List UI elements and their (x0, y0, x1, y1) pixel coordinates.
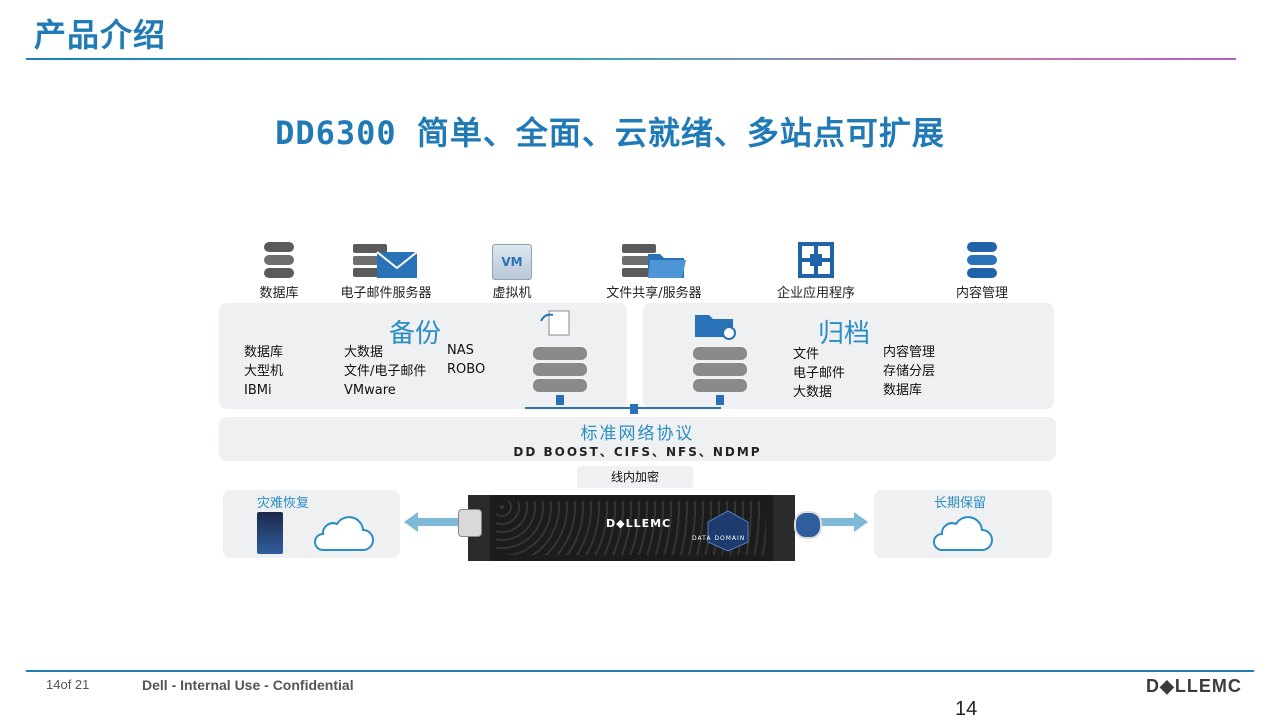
globe-icon (794, 511, 822, 539)
archive-list-col2: 内容管理 存储分层 数据库 (883, 343, 935, 400)
cloud-icon (314, 516, 374, 551)
list-item: NAS (447, 343, 474, 358)
list-item: 文件 (793, 347, 820, 362)
source-label: 电子邮件服务器 (340, 286, 432, 301)
archive-title: 归档 (818, 319, 871, 349)
list-item: 大型机 (244, 364, 284, 379)
enterprise-app-icon (798, 242, 834, 278)
list-item: 大数据 (344, 345, 384, 360)
disaster-recovery-label: 灾难恢复 (257, 496, 310, 511)
source-label: 企业应用程序 (776, 286, 855, 301)
backup-title: 备份 (389, 319, 442, 349)
dd6300-appliance: D◆LLEMC DATA DOMAIN (458, 495, 822, 561)
list-item: 文件/电子邮件 (344, 364, 427, 379)
vm-icon-text: VM (501, 255, 523, 269)
source-label: 数据库 (259, 286, 299, 301)
appliance-badge-label: DATA DOMAIN (692, 535, 746, 542)
right-arrow-icon (806, 512, 868, 532)
list-item: VMware (344, 383, 396, 398)
data-domain-badge-icon (707, 510, 749, 552)
source-enterprise-app: 企业应用程序 (756, 238, 876, 301)
title-divider (26, 58, 1236, 60)
source-vm: VM 虚拟机 (452, 238, 572, 301)
list-item: 电子邮件 (793, 366, 846, 381)
connector-line (525, 407, 721, 409)
list-item: 存储分层 (883, 364, 936, 379)
list-item: 数据库 (244, 345, 284, 360)
protocol-list: DD BOOST、CIFS、NFS、NDMP (513, 445, 762, 459)
protocol-panel: 标准网络协议 DD BOOST、CIFS、NFS、NDMP (219, 417, 1056, 461)
list-item: 内容管理 (883, 345, 936, 360)
page-title: 产品介绍 (34, 16, 167, 54)
file-server-icon (622, 244, 686, 278)
database-icon (264, 242, 294, 278)
source-label: 虚拟机 (492, 286, 532, 301)
backup-list-col2: 大数据 文件/电子邮件 VMware (344, 343, 426, 400)
vm-icon: VM (492, 244, 532, 280)
list-item: 数据库 (883, 383, 923, 398)
source-label: 文件共享/服务器 (606, 286, 702, 301)
long-term-retention-label: 长期保留 (934, 496, 987, 511)
source-label: 内容管理 (955, 286, 1008, 301)
connector-node (630, 404, 638, 414)
appliance-right-ear (773, 495, 795, 561)
slide-headline: DD6300 简单、全面、云就绪、多站点可扩展 (275, 114, 945, 152)
list-item: 大数据 (793, 385, 833, 400)
backup-list-col1: 数据库 大型机 IBMi (244, 343, 283, 400)
source-email-server: 电子邮件服务器 (326, 238, 446, 301)
disaster-recovery-panel: 灾难恢复 (223, 490, 400, 558)
backup-panel: 备份 数据库 大型机 IBMi 大数据 文件/电子邮件 VMware NAS R… (219, 303, 627, 409)
dr-appliance-icon (257, 512, 283, 554)
list-item: ROBO (447, 362, 486, 377)
long-term-retention-panel: 长期保留 (874, 490, 1052, 558)
left-arrow-icon (404, 512, 466, 532)
archive-server-icon (693, 315, 747, 405)
source-file-server: 文件共享/服务器 (594, 238, 714, 301)
page-number: 14 (955, 698, 978, 720)
email-server-icon (353, 244, 418, 278)
source-database: 数据库 (219, 238, 339, 301)
lock-icon (458, 509, 482, 537)
appliance-brand: D◆LLEMC (606, 517, 672, 530)
dell-emc-logo: D◆LLEMC (1146, 676, 1242, 696)
backup-list-col3: NAS ROBO (447, 341, 485, 379)
cloud-icon (933, 516, 993, 551)
content-management-icon (967, 242, 997, 278)
archive-panel: 归档 文件 电子邮件 大数据 内容管理 存储分层 数据库 (643, 303, 1054, 409)
encryption-label: 线内加密 (577, 466, 693, 488)
list-item: IBMi (244, 383, 272, 398)
source-content-management: 内容管理 (922, 238, 1042, 301)
confidentiality-notice: Dell - Internal Use - Confidential (142, 677, 354, 693)
archive-list-col1: 文件 电子邮件 大数据 (793, 345, 845, 402)
page-count: 14of 21 (46, 677, 90, 692)
footer-divider (26, 670, 1254, 672)
protocol-title: 标准网络协议 (580, 424, 695, 444)
backup-server-icon (533, 310, 587, 405)
